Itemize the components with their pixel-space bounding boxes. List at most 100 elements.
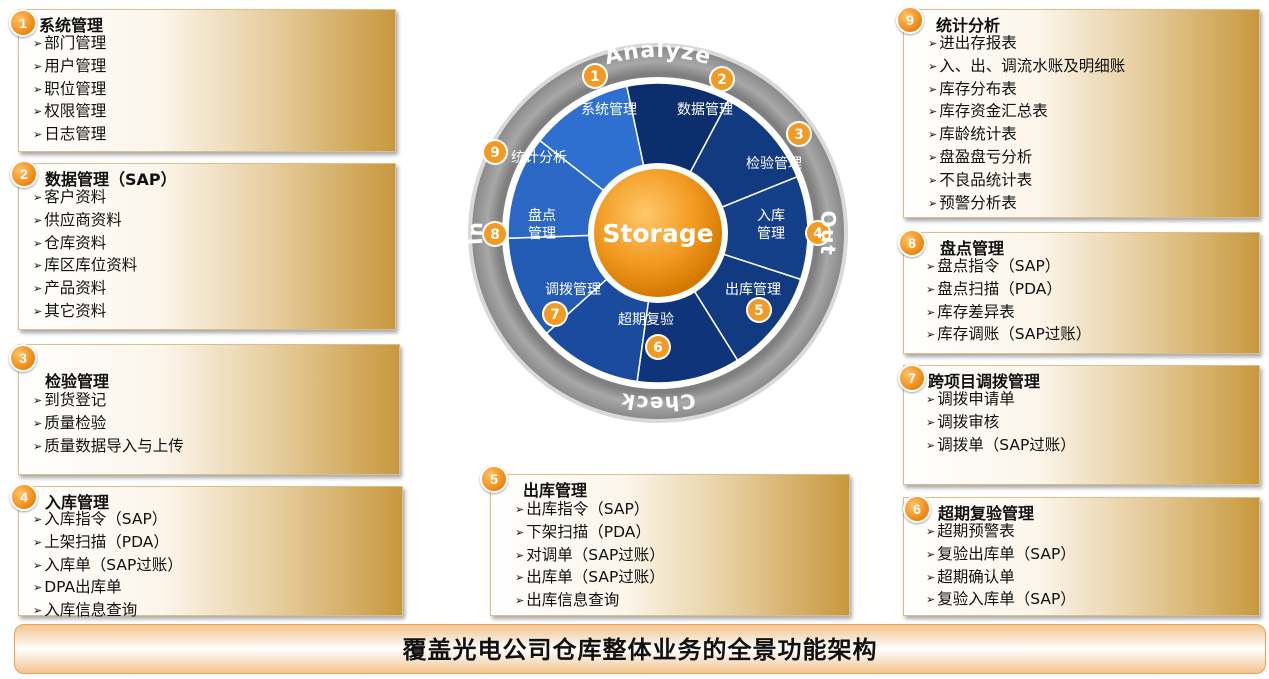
module-item: 出库单（SAP过账）	[515, 567, 665, 590]
center-label: Storage	[602, 219, 713, 248]
module-items: 到货登记质量检验质量数据导入与上传	[33, 390, 184, 458]
module-item: 下架扫描（PDA）	[515, 522, 665, 545]
module-box-stocktaking: 盘点管理 盘点指令（SAP）盘点扫描（PDA）库存差异表库存调账（SAP过账）	[903, 232, 1260, 354]
segment-badge	[748, 299, 770, 321]
number-badge: 5	[480, 465, 508, 493]
number-badge: 8	[898, 229, 926, 257]
ring-label-out: Out	[816, 210, 841, 257]
module-item: 其它资料	[33, 301, 137, 324]
module-items: 进出存报表入、出、调流水账及明细账库存分布表库存资金汇总表库龄统计表盘盈盘亏分析…	[928, 33, 1125, 215]
module-item: 盘点扫描（PDA）	[926, 279, 1091, 302]
segment-badge-number: 7	[550, 307, 560, 323]
module-title: 数据管理（SAP）	[45, 170, 177, 189]
module-item: 入库信息查询	[33, 600, 183, 623]
module-item: 调拨审核	[926, 412, 1076, 435]
module-item: 调拨申请单	[926, 389, 1076, 412]
module-title: 系统管理	[39, 16, 104, 35]
segment-label: 盘点管理	[528, 207, 556, 242]
segment-label: 出库管理	[725, 282, 781, 298]
segment-label: 调拨管理	[545, 282, 601, 298]
module-items: 调拨申请单调拨审核调拨单（SAP过账）	[926, 389, 1076, 457]
segment-badge-number: 2	[717, 72, 727, 88]
segment-badge-number: 5	[754, 303, 764, 319]
module-item: 质量检验	[33, 413, 184, 436]
segment-badge	[584, 65, 606, 87]
segment-badge-number: 3	[794, 127, 804, 143]
module-items: 超期预警表复验出库单（SAP）超期确认单复验入库单（SAP）	[926, 521, 1076, 612]
module-items: 入库指令（SAP）上架扫描（PDA）入库单（SAP过账）DPA出库单入库信息查询	[33, 509, 183, 623]
module-item: 库龄统计表	[928, 124, 1125, 147]
module-title: 出库管理	[523, 481, 588, 500]
footer-title: 覆盖光电公司仓库整体业务的全景功能架构	[402, 636, 878, 664]
number-badge: 4	[10, 483, 38, 511]
module-item: 部门管理	[33, 33, 106, 56]
module-item: 客户资料	[33, 187, 137, 210]
segment-badge-number: 9	[490, 145, 500, 161]
module-items: 盘点指令（SAP）盘点扫描（PDA）库存差异表库存调账（SAP过账）	[926, 256, 1091, 347]
module-item: 产品资料	[33, 278, 137, 301]
module-item: 供应商资料	[33, 210, 137, 233]
module-item: 调拨单（SAP过账）	[926, 435, 1076, 458]
core-circle	[594, 169, 722, 297]
ring-label-in: In	[463, 221, 487, 246]
segment-badge	[647, 336, 669, 358]
module-item: 预警分析表	[928, 193, 1125, 216]
module-item: 日志管理	[33, 124, 106, 147]
segment-label: 入库管理	[757, 208, 785, 242]
module-item: DPA出库单	[33, 577, 183, 600]
module-title: 统计分析	[936, 16, 1001, 35]
footer-banner: 覆盖光电公司仓库整体业务的全景功能架构	[14, 624, 1266, 674]
module-item: 库存分布表	[928, 79, 1125, 102]
module-items: 出库指令（SAP）下架扫描（PDA）对调单（SAP过账）出库单（SAP过账）出库…	[515, 499, 665, 613]
segment-badge	[788, 123, 810, 145]
segment-label: 超期复验	[618, 311, 674, 328]
module-item: 上架扫描（PDA）	[33, 532, 183, 555]
module-item: 库存调账（SAP过账）	[926, 324, 1091, 347]
segment-badge	[711, 68, 733, 90]
segment-badge-number: 1	[590, 69, 600, 85]
module-item: 进出存报表	[928, 33, 1125, 56]
module-item: 职位管理	[33, 79, 106, 102]
module-box-system: 系统管理 部门管理用户管理职位管理权限管理日志管理	[18, 9, 396, 152]
module-item: 不良品统计表	[928, 170, 1125, 193]
number-badge: 7	[898, 364, 926, 392]
module-title: 超期复验管理	[938, 504, 1035, 523]
module-items: 部门管理用户管理职位管理权限管理日志管理	[33, 33, 106, 147]
module-item: 超期确认单	[926, 567, 1076, 590]
storage-wheel-diagram: Storage 系统管理 1 数据管理 2 检验管理 3 入库管理 4 出库管理 5 超期复验 6 调拨管…	[463, 38, 848, 423]
module-box-inspection: 检验管理 到货登记质量检验质量数据导入与上传	[18, 344, 400, 475]
segment-badge	[484, 141, 506, 163]
module-item: 库存资金汇总表	[928, 101, 1125, 124]
module-item: 入、出、调流水账及明细账	[928, 56, 1125, 79]
module-item: 出库信息查询	[515, 590, 665, 613]
module-item: 盘盈盘亏分析	[928, 147, 1125, 170]
module-item: 入库单（SAP过账）	[33, 555, 183, 578]
segment-badge	[544, 303, 566, 325]
segment-badge	[484, 223, 506, 245]
module-box-inbound: 入库管理 入库指令（SAP）上架扫描（PDA）入库单（SAP过账）DPA出库单入…	[18, 486, 403, 619]
segment-badge	[807, 222, 829, 244]
segment-label: 检验管理	[746, 156, 802, 172]
segment-badge-number: 6	[653, 340, 663, 356]
ring-label-check: Check	[619, 388, 698, 416]
module-item: 到货登记	[33, 390, 184, 413]
module-item: 超期预警表	[926, 521, 1076, 544]
module-item: 用户管理	[33, 56, 106, 79]
module-title: 盘点管理	[940, 239, 1005, 258]
segment-badge-number: 4	[813, 226, 823, 242]
module-item: 对调单（SAP过账）	[515, 545, 665, 568]
number-badge: 1	[9, 9, 37, 37]
module-item: 权限管理	[33, 101, 106, 124]
wheel-group: Storage 系统管理 1 数据管理 2 检验管理 3 入库管理 4 出库管理 5 超期复验 6 调拨管…	[463, 38, 848, 423]
module-item: 仓库资料	[33, 233, 137, 256]
module-title: 跨项目调拨管理	[928, 372, 1041, 391]
module-title: 入库管理	[45, 493, 110, 512]
number-badge: 3	[9, 344, 37, 372]
segment-label: 数据管理	[677, 102, 733, 118]
number-badge: 6	[903, 495, 931, 523]
number-badge: 2	[10, 160, 38, 188]
segment-label: 系统管理	[581, 102, 637, 118]
module-item: 库区库位资料	[33, 255, 137, 278]
module-item: 库存差异表	[926, 302, 1091, 325]
module-items: 客户资料供应商资料仓库资料库区库位资料产品资料其它资料	[33, 187, 137, 324]
